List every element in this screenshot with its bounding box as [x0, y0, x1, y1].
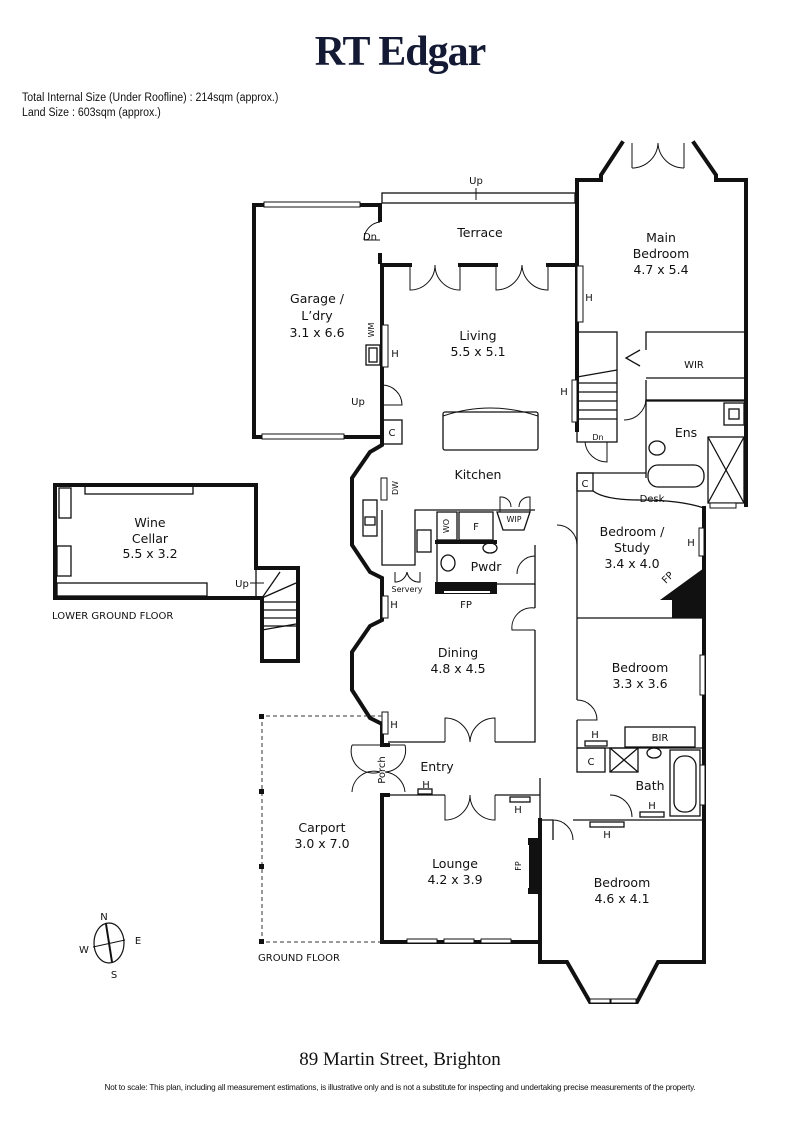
bedroom2-label: Bedroom	[612, 660, 669, 675]
bedroom-study-label: Bedroom /	[600, 524, 666, 539]
dn-label-terrace: Dn	[363, 232, 377, 243]
garage-room: Dn WM Garage / L’dry 3.1 x 6.6 Up	[252, 201, 382, 440]
bedroom-2: BIR H Bedroom 3.3 x 3.6	[576, 616, 706, 822]
bedroom-study: C Desk H FP Bedroom / Study 3.4 x 4.0	[556, 472, 706, 620]
lower-ground-floor-label: LOWER GROUND FLOOR	[52, 611, 173, 622]
ensuite: Ens	[623, 399, 747, 509]
heater-label-dining-1: H	[390, 600, 398, 611]
living-room: H Living 5.5 x 5.1	[380, 263, 579, 451]
lounge-size: 4.2 x 3.9	[427, 872, 482, 887]
stairs-dn-label: Dn	[592, 433, 603, 442]
wine-cellar-room: Wine Cellar 5.5 x 3.2 Up LOWER GROUND FL…	[52, 483, 300, 663]
heater-label-study: H	[687, 538, 695, 549]
compass-icon: N E S W	[79, 912, 141, 981]
heater-label-bath: H	[648, 801, 656, 812]
dining-size: 4.8 x 4.5	[430, 661, 485, 676]
fp-label-lounge: FP	[514, 861, 523, 871]
garage-label: Garage /	[290, 291, 345, 306]
heater-label-bedroom3: H	[603, 830, 611, 841]
heater-label-entry: H	[422, 780, 430, 791]
heater-label-main-bedroom: H	[585, 293, 593, 304]
compass-e: E	[135, 936, 141, 947]
wm-label: WM	[367, 322, 376, 337]
main-bedroom: H Main Bedroom 4.7 x 5.4	[575, 140, 748, 507]
living-size: 5.5 x 5.1	[450, 344, 505, 359]
pwdr-label: Pwdr	[471, 559, 503, 574]
lounge: H FP Lounge 4.2 x 3.9	[380, 793, 542, 944]
main-bedroom-label-2: Bedroom	[633, 246, 690, 261]
heater-label-dining-2: H	[390, 720, 398, 731]
bedroom-study-size: 3.4 x 4.0	[604, 556, 659, 571]
fp-label-study: FP	[660, 570, 676, 586]
carport-size: 3.0 x 7.0	[294, 836, 349, 851]
terrace: Up Terrace	[381, 176, 576, 240]
fridge-label: F	[473, 522, 479, 533]
dw-label: DW	[391, 481, 400, 495]
garage-up-label: Up	[351, 397, 365, 408]
bath-room: C H Bath	[576, 747, 706, 818]
powder-room: Pwdr	[435, 540, 536, 585]
living-label: Living	[459, 328, 496, 343]
bedroom2-size: 3.3 x 3.6	[612, 676, 667, 691]
wir-label: WIR	[684, 360, 704, 371]
compass-s: S	[111, 970, 117, 981]
garage-size: 3.1 x 6.6	[289, 325, 344, 340]
heater-label-stairs: H	[560, 387, 568, 398]
wine-cellar-label-2: Cellar	[132, 531, 169, 546]
cupboard-label-kitchen: C	[389, 428, 396, 439]
total-internal-size: Total Internal Size (Under Roofline) : 2…	[22, 92, 279, 104]
terrace-up-label: Up	[469, 176, 483, 187]
bedroom-3: H Bedroom 4.6 x 4.1	[538, 818, 706, 1004]
land-size: Land Size : 603sqm (approx.)	[22, 107, 161, 119]
wo-label: WO	[442, 519, 451, 533]
kitchen-label: Kitchen	[455, 467, 502, 482]
compass-n: N	[100, 912, 107, 923]
servery-label: Servery	[392, 585, 423, 594]
dining-label: Dining	[438, 645, 478, 660]
heater-label-living: H	[391, 349, 399, 360]
wine-cellar-size: 5.5 x 3.2	[122, 546, 177, 561]
disclaimer: Not to scale: This plan, including all m…	[104, 1083, 696, 1092]
desk-label: Desk	[640, 494, 665, 505]
lounge-label: Lounge	[432, 856, 478, 871]
entry-label: Entry	[420, 759, 454, 774]
bedroom3-label: Bedroom	[594, 875, 651, 890]
size-summary: Total Internal Size (Under Roofline) : 2…	[22, 91, 278, 121]
dining-room: Servery FP H H Dining 4.8 x 4.5	[350, 571, 536, 747]
compass-w: W	[79, 945, 89, 956]
cupboard-label-study: C	[582, 479, 589, 490]
property-address: 89 Martin Street, Brighton	[299, 1049, 501, 1070]
kitchen: C DW WO F WIP Kitchen	[350, 416, 535, 592]
brand-logo: RT Edgar	[314, 29, 487, 75]
fp-label-dining: FP	[460, 600, 472, 611]
heater-label-lounge: H	[514, 805, 522, 816]
bir-label: BIR	[652, 733, 669, 744]
ground-floor-label: GROUND FLOOR	[258, 953, 340, 964]
wine-cellar-label: Wine	[134, 515, 165, 530]
main-bedroom-label: Main	[646, 230, 676, 245]
wir-and-stairs: WIR H Dn	[560, 331, 744, 463]
bath-label: Bath	[635, 778, 664, 793]
carport: Carport 3.0 x 7.0 GROUND FLOOR	[258, 714, 382, 964]
wip-label: WIP	[506, 515, 521, 524]
ens-label: Ens	[675, 425, 697, 440]
entry-porch: Porch Entry H	[350, 743, 553, 821]
heater-label-bedroom2: H	[591, 730, 599, 741]
main-bedroom-size: 4.7 x 5.4	[633, 262, 688, 277]
stairs-up-label: Up	[235, 579, 249, 590]
bedroom-study-label-2: Study	[614, 540, 651, 555]
bedroom3-size: 4.6 x 4.1	[594, 891, 649, 906]
carport-label: Carport	[298, 820, 345, 835]
garage-label-2: L’dry	[301, 308, 333, 323]
porch-label: Porch	[377, 756, 388, 784]
cupboard-label-bath: C	[588, 757, 595, 768]
terrace-label: Terrace	[456, 225, 503, 240]
